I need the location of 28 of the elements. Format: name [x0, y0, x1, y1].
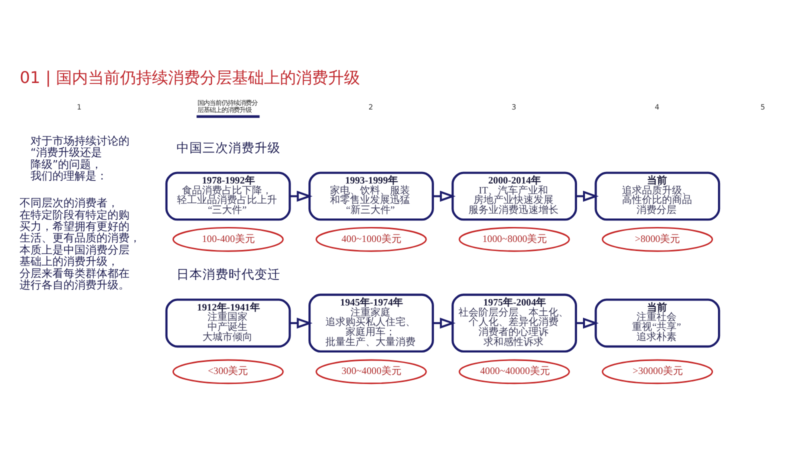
label: 日本消费时代变迁	[176, 266, 280, 282]
node-ellipse: 300~4000美元	[316, 359, 427, 384]
arrow	[290, 318, 312, 329]
node-ellipse: <300美元	[172, 359, 284, 384]
node-box: 1978-1992年 食品消费占比下降，轻工业品消费占比上升 “三大件”	[165, 172, 291, 221]
label: 1	[76, 102, 82, 112]
diagram-title: 01 | 国内当前仍持续消费分层基础上的消费升级	[20, 68, 360, 88]
node-box: 当前 追求品质升级、高性价比的商品 消费分层	[594, 172, 720, 221]
label: 2	[368, 102, 374, 112]
node-ellipse: 1000~8000美元	[458, 226, 570, 252]
node-box: 1975年-2004年 社会阶层分层、本土化、个人化、差异化消费 消费者的心理诉求和感性诉求	[452, 294, 578, 353]
label: 不同层次的消费者，在特定阶段有特定的购买力，希望拥有更好的生活、更有品质的消费，本质上是中国消费分层基础上的消费升级，分层来看每类群体都在进行各自的消费升级。	[20, 196, 141, 292]
node-ellipse: 400~1000美元	[316, 226, 427, 252]
label: 中国三次消费升级	[176, 140, 280, 155]
node-box: 当前 注重社会 重视“共享” 追求朴素	[594, 298, 720, 348]
label: 4	[654, 102, 660, 112]
node-box: 1912年-1941年 注重国家 中产诞生 大城市倾向	[165, 298, 291, 348]
node-box: 1945年-1974年 注重家庭 追求购买私人住宅、家庭用车； 批量生产、大量消费	[308, 294, 434, 353]
arrow	[290, 190, 312, 202]
node-ellipse: 4000~40000美元	[458, 359, 570, 384]
node-box: 1993-1999年 家电、饮料、服装和零售业发展迅猛 “新三大件”	[308, 172, 434, 221]
label: 对于市场持续讨论的“消费升级还是降级”的问题，我们的理解是：	[30, 134, 130, 183]
node-ellipse: >30000美元	[602, 359, 714, 384]
label: 5	[760, 102, 766, 112]
node-ellipse: 100-400美元	[172, 226, 284, 252]
node-box: 2000-2014年 IT、汽车产业和房地产业快速发展 服务业消费迅速增长	[452, 172, 578, 221]
node-ellipse: >8000美元	[602, 226, 714, 252]
label: 3	[512, 102, 516, 112]
